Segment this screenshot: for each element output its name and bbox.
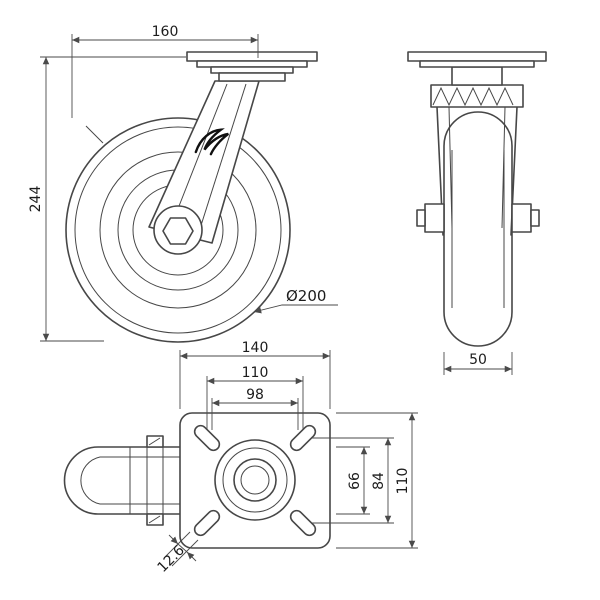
dim-label-inner-spacing-length: 98 bbox=[246, 387, 264, 403]
dimension-110-top: 110 bbox=[206, 365, 304, 430]
bolt-slot-top-left bbox=[193, 424, 221, 452]
dimension-50: 50 bbox=[443, 352, 513, 375]
bracket-tabs-plan bbox=[146, 435, 164, 526]
dim-label-wheel-top-width: 66 bbox=[347, 472, 363, 490]
axle-side bbox=[416, 203, 540, 233]
bolt-slots bbox=[193, 424, 317, 537]
dimension-66: 66 bbox=[336, 446, 370, 515]
dim-label-wheel-width: 50 bbox=[469, 352, 487, 368]
dim-label-wheel-diameter: Ø200 bbox=[286, 287, 326, 305]
dim-label-overall-height: 244 bbox=[28, 186, 44, 213]
dimension-140: 140 bbox=[179, 340, 331, 409]
brand-logo-icon bbox=[194, 128, 230, 156]
tread-leader-line bbox=[85, 125, 104, 144]
front-view: 160 244 Ø200 bbox=[28, 24, 338, 343]
wheel-plan bbox=[63, 446, 180, 515]
bolt-slot-bottom-left bbox=[193, 509, 221, 537]
swivel-raceway-plan bbox=[214, 439, 296, 521]
dim-label-plate-width: 110 bbox=[395, 468, 411, 495]
swivel-bearing-side bbox=[430, 66, 524, 108]
top-plate-front bbox=[186, 51, 318, 82]
side-view: 50 bbox=[407, 51, 547, 375]
dim-label-slot-width: 12.6 bbox=[154, 542, 187, 575]
wheel-side bbox=[443, 111, 513, 347]
bolt-slot-bottom-right bbox=[289, 509, 317, 537]
wheel-front bbox=[65, 117, 291, 343]
bottom-view: 140 110 98 66 84 bbox=[63, 340, 418, 576]
dimension-84: 84 bbox=[312, 437, 394, 524]
dim-label-bolt-spacing-width: 84 bbox=[371, 472, 387, 490]
dim-label-plate-length: 140 bbox=[242, 340, 269, 356]
bolt-slot-top-right bbox=[289, 424, 317, 452]
dim-label-bolt-spacing-length: 110 bbox=[242, 365, 269, 381]
dimension-98: 98 bbox=[211, 387, 299, 430]
dimension-160: 160 bbox=[71, 24, 259, 118]
dim-label-plate-to-edge: 160 bbox=[152, 24, 179, 40]
dimension-diameter-200: Ø200 bbox=[253, 287, 338, 314]
dimension-244: 244 bbox=[28, 56, 186, 342]
dimension-110-right: 110 bbox=[336, 412, 418, 549]
axle-nut-front bbox=[153, 205, 203, 255]
top-plate-side bbox=[407, 51, 547, 68]
